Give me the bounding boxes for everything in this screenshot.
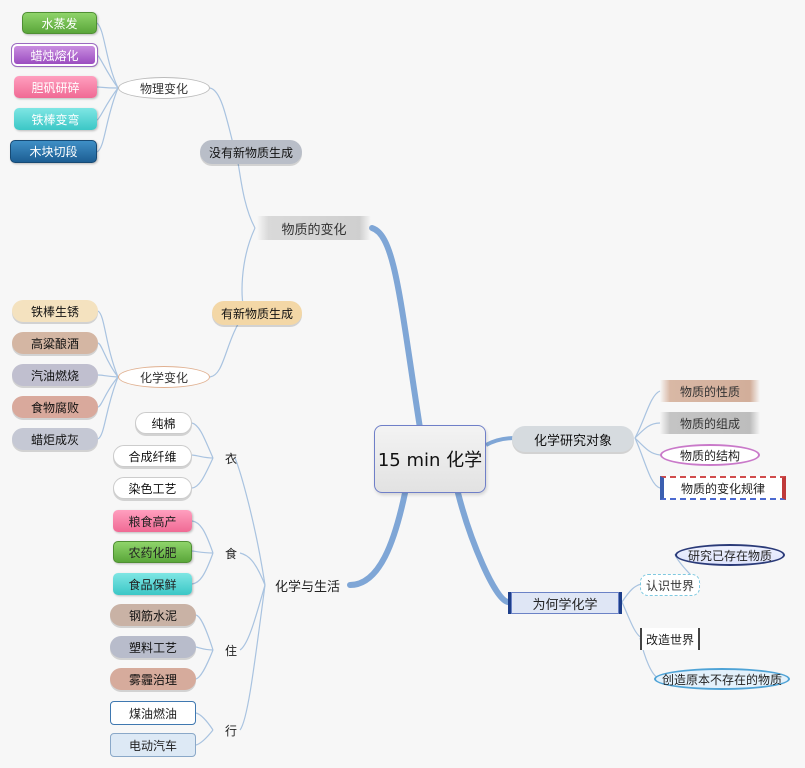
topic-chemical-change[interactable]: 化学变化 bbox=[118, 366, 210, 388]
why-item-create[interactable]: 创造原本不存在的物质 bbox=[654, 668, 790, 690]
object-item-2[interactable]: 物质的组成 bbox=[660, 412, 760, 434]
food-item-2[interactable]: 农药化肥 bbox=[113, 541, 192, 563]
branch-connector-change bbox=[369, 225, 423, 431]
clothing-item-1[interactable]: 纯棉 bbox=[135, 412, 192, 434]
topic-chemistry-life[interactable]: 化学与生活 bbox=[274, 579, 340, 595]
physical-item-5[interactable]: 木块切段 bbox=[10, 140, 97, 163]
topic-matter-change[interactable]: 物质的变化 bbox=[257, 216, 371, 240]
object-item-3[interactable]: 物质的结构 bbox=[660, 444, 760, 466]
central-topic[interactable]: 15 min 化学 bbox=[374, 425, 486, 493]
housing-item-1[interactable]: 钢筋水泥 bbox=[110, 604, 196, 626]
physical-item-2[interactable]: 蜡烛熔化 bbox=[11, 43, 98, 67]
topic-no-new-substance[interactable]: 没有新物质生成 bbox=[200, 140, 302, 164]
travel-item-1[interactable]: 煤油燃油 bbox=[110, 701, 196, 725]
object-item-4[interactable]: 物质的变化规律 bbox=[660, 476, 786, 500]
topic-food[interactable]: 食 bbox=[224, 546, 237, 561]
clothing-item-2[interactable]: 合成纤维 bbox=[113, 445, 192, 467]
food-item-3[interactable]: 食品保鲜 bbox=[113, 573, 192, 595]
housing-item-3[interactable]: 雾霾治理 bbox=[110, 668, 196, 690]
chemical-item-1[interactable]: 铁棒生锈 bbox=[12, 300, 98, 322]
topic-physical-change[interactable]: 物理变化 bbox=[118, 77, 210, 99]
chemical-item-4[interactable]: 食物腐败 bbox=[12, 396, 98, 418]
food-item-1[interactable]: 粮食高产 bbox=[113, 510, 192, 532]
chemical-item-3[interactable]: 汽油燃烧 bbox=[12, 364, 98, 386]
branch-connector-object bbox=[485, 436, 516, 447]
topic-why-chemistry[interactable]: 为何学化学 bbox=[508, 592, 622, 614]
topic-new-substance[interactable]: 有新物质生成 bbox=[212, 301, 302, 325]
branch-connector-why bbox=[455, 490, 511, 605]
chemical-item-2[interactable]: 高粱酿酒 bbox=[12, 332, 98, 354]
chemical-item-5[interactable]: 蜡炬成灰 bbox=[12, 428, 98, 450]
branch-connector-life bbox=[347, 490, 408, 588]
physical-item-4[interactable]: 铁棒变弯 bbox=[14, 108, 97, 130]
physical-item-1[interactable]: 水蒸发 bbox=[22, 12, 97, 34]
topic-travel[interactable]: 行 bbox=[224, 723, 237, 738]
travel-item-2[interactable]: 电动汽车 bbox=[110, 733, 196, 757]
object-item-1[interactable]: 物质的性质 bbox=[660, 380, 760, 402]
topic-clothing[interactable]: 衣 bbox=[224, 451, 237, 466]
topic-know-world[interactable]: 认识世界 bbox=[640, 574, 700, 596]
topic-research-object[interactable]: 化学研究对象 bbox=[512, 426, 634, 452]
physical-item-3[interactable]: 胆矾研碎 bbox=[14, 76, 97, 98]
topic-transform-world[interactable]: 改造世界 bbox=[640, 628, 700, 650]
clothing-item-3[interactable]: 染色工艺 bbox=[113, 477, 192, 499]
topic-housing[interactable]: 住 bbox=[224, 643, 237, 658]
why-item-existing[interactable]: 研究已存在物质 bbox=[675, 544, 785, 566]
housing-item-2[interactable]: 塑料工艺 bbox=[110, 636, 196, 658]
